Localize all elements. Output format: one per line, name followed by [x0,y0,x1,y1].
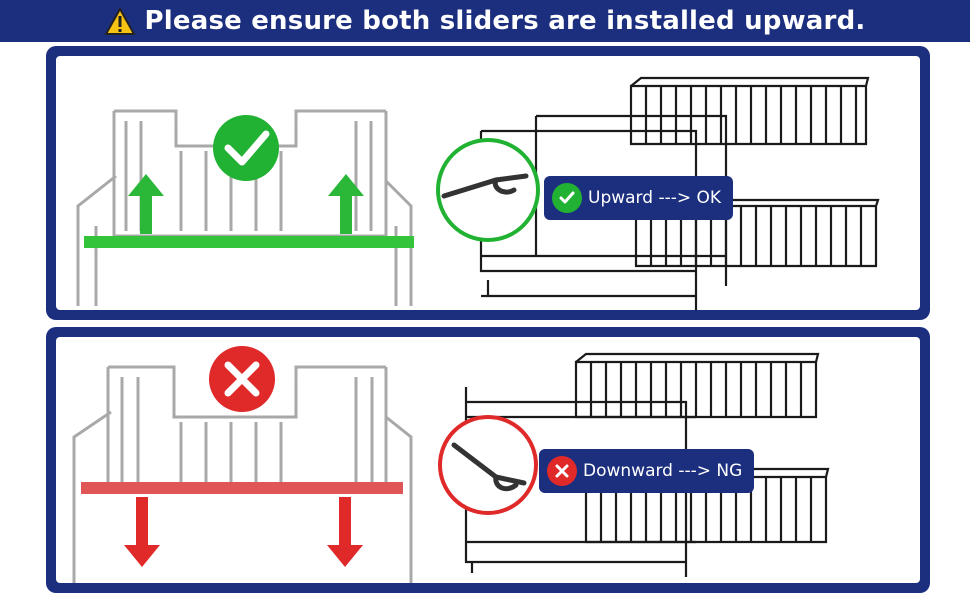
slider-detail-circle-downward [438,415,538,515]
down-arrow-left-icon [124,497,160,567]
status-label-downward: Downward ---> NG [583,461,743,481]
up-arrow-right-icon [328,174,364,234]
panel-downward-ng: Downward ---> NG [46,327,930,593]
panel-upward-content: Upward ---> OK [56,56,920,310]
warning-triangle-icon [104,7,135,35]
slider-detail-circle-upward [436,138,540,242]
slider-bar-downward [81,482,403,494]
status-pill-downward: Downward ---> NG [539,449,755,493]
panel-downward-content: Downward ---> NG [56,337,920,583]
upward-illustration [76,76,880,310]
x-circle-large-icon [209,346,275,412]
status-label-upward: Upward ---> OK [588,188,722,208]
x-circle-icon [547,456,577,486]
slider-bar-upward [84,236,414,248]
header-banner: Please ensure both sliders are installed… [0,0,970,42]
status-pill-upward: Upward ---> OK [544,176,734,220]
check-circle-large-icon [213,115,279,181]
downward-illustration [72,346,830,583]
down-arrow-right-icon [327,497,363,567]
header-text: Please ensure both sliders are installed… [144,6,866,36]
check-circle-icon [552,183,582,213]
up-arrow-left-icon [128,174,164,234]
panel-upward-ok: Upward ---> OK [46,46,930,320]
